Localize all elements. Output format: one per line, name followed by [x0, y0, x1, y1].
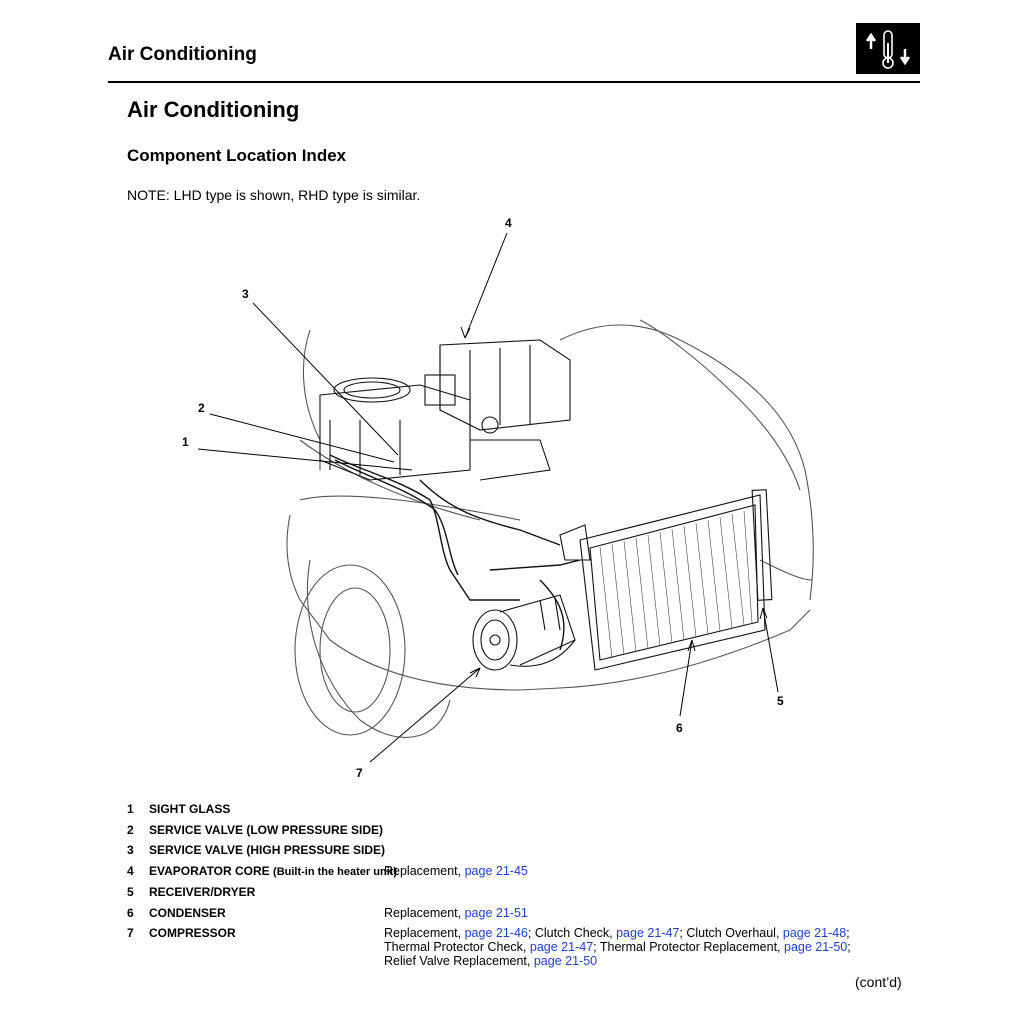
callout-5: 5: [777, 694, 784, 708]
vehicle-outline: [286, 319, 814, 738]
leader-lines: [197, 232, 779, 763]
item-references: Replacement, page 21-45: [384, 864, 528, 879]
item-number: 5: [127, 884, 134, 899]
item-name: SERVICE VALVE (LOW PRESSURE SIDE): [149, 822, 384, 837]
page-link[interactable]: page 21-50: [533, 954, 598, 969]
item-references: Replacement, page 21-51: [384, 905, 528, 920]
page-link[interactable]: page 21-47: [529, 940, 594, 955]
page-link[interactable]: page 21-46: [464, 926, 528, 941]
compressor: [472, 594, 576, 671]
item-number: 7: [127, 926, 134, 941]
thermometer-updown-icon: [856, 23, 920, 74]
item-name: SERVICE VALVE (HIGH PRESSURE SIDE): [149, 843, 386, 858]
component-location-diagram: 4 3 2 1 5 6 7: [160, 200, 840, 795]
item-name: SIGHT GLASS: [149, 802, 231, 816]
item-number: 6: [127, 905, 134, 920]
header-title: Air Conditioning: [108, 44, 257, 65]
refrigerant-lines: [329, 454, 581, 651]
item-number: 1: [127, 802, 134, 816]
heater-unit: [319, 339, 571, 481]
page-link[interactable]: page 21-45: [464, 864, 528, 879]
note-text: NOTE: LHD type is shown, RHD type is sim…: [127, 187, 421, 203]
page-link[interactable]: page 21-50: [784, 940, 848, 955]
page-title: Air Conditioning: [127, 97, 300, 122]
item-name: CONDENSER: [149, 905, 226, 920]
item-number: 3: [127, 843, 134, 858]
page-link[interactable]: page 21-47: [616, 926, 680, 941]
header-divider: [108, 81, 920, 83]
callout-7: 7: [356, 766, 363, 780]
page-link[interactable]: page 21-48: [782, 926, 847, 941]
callout-1: 1: [182, 435, 189, 449]
continued-label: (cont’d): [855, 974, 902, 990]
page-link[interactable]: page 21-51: [464, 905, 528, 920]
item-name: RECEIVER/DRYER: [149, 884, 256, 899]
item-name: EVAPORATOR CORE (Built-in the heater uni…: [149, 864, 398, 879]
callout-6: 6: [676, 721, 683, 735]
callout-4: 4: [505, 216, 512, 230]
item-name: COMPRESSOR: [149, 926, 236, 941]
callout-2: 2: [198, 401, 205, 415]
condenser: [559, 489, 773, 671]
item-number: 2: [127, 822, 134, 837]
callout-3: 3: [242, 287, 249, 301]
item-references: Replacement, page 21-46; Clutch Check, p…: [384, 926, 851, 969]
section-title: Component Location Index: [127, 146, 347, 165]
item-number: 4: [127, 864, 134, 879]
